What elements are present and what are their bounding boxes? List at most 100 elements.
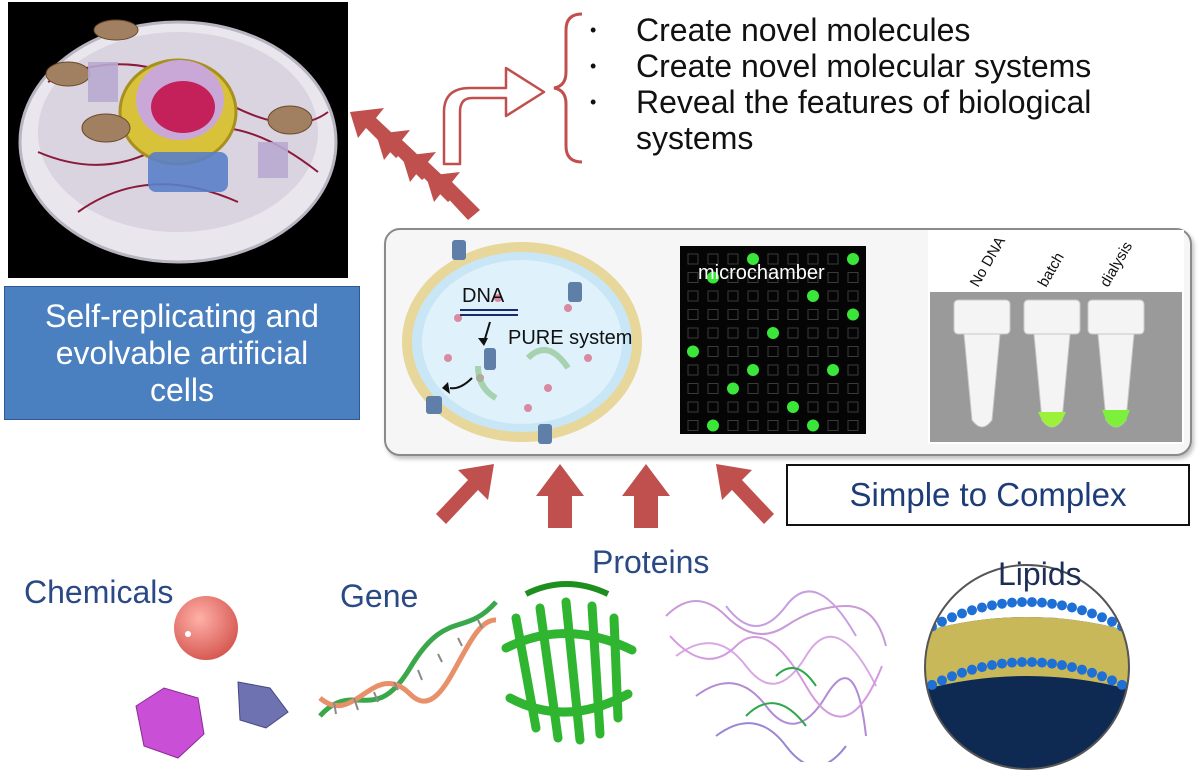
- upward-arrows: [436, 464, 774, 528]
- lipid-head: [967, 664, 977, 675]
- microchamber-well: [847, 364, 859, 376]
- microchamber-well: [707, 290, 719, 302]
- microchamber-well: [727, 253, 739, 265]
- microchamber-well: [767, 420, 779, 431]
- microchamber-well: [707, 364, 719, 376]
- lipid-head: [1027, 657, 1037, 668]
- microchamber-well: [707, 383, 719, 394]
- lipid-head: [1127, 627, 1129, 637]
- lipid-head: [1067, 602, 1077, 613]
- microchamber-well: [807, 419, 819, 432]
- microchamber-well: [787, 309, 799, 320]
- icosahedron-molecule-icon: [135, 687, 205, 759]
- lipid-head: [977, 662, 987, 673]
- microchamber-well: [747, 253, 759, 265]
- microchamber-well: [747, 383, 759, 394]
- lipid-head: [1097, 671, 1107, 682]
- microchamber-array-image: [680, 246, 866, 434]
- microchamber-well: [707, 271, 719, 284]
- arrow-gene-icon: [536, 464, 584, 528]
- lipid-head: [1017, 657, 1027, 668]
- microchamber-well: [687, 290, 699, 302]
- artificial-cells-line-3: cells: [149, 371, 214, 408]
- lipid-head: [925, 627, 927, 637]
- microchamber-well: [747, 364, 759, 376]
- microchamber-well: [767, 272, 779, 283]
- microchamber-well: [747, 420, 759, 431]
- artificial-cells-box: Self-replicating and evolvable artificia…: [4, 286, 360, 420]
- microchamber-well: [767, 290, 779, 302]
- lipid-head: [1077, 664, 1087, 675]
- arrow-lipids-icon: [716, 464, 774, 524]
- lipid-head: [1017, 597, 1027, 608]
- lipid-head: [1087, 667, 1097, 678]
- microchamber-well: [827, 420, 839, 431]
- lipid-head: [1097, 612, 1107, 623]
- lipid-head: [947, 612, 957, 623]
- microchamber-label: microchamber: [698, 262, 825, 284]
- microchamber-well: [807, 253, 819, 265]
- microchamber-well: [727, 290, 739, 302]
- microchamber-well: [747, 272, 759, 283]
- lipid-head: [987, 600, 997, 611]
- tube-label-no-dna: No DNA: [967, 234, 1009, 290]
- chemicals-label: Chemicals: [24, 574, 174, 610]
- lipids-label: Lipids: [998, 556, 1082, 592]
- sphere-molecule-icon: [174, 596, 238, 660]
- microchamber-well: [827, 327, 839, 339]
- microchamber-well: [707, 309, 719, 320]
- artificial-cells-line-2: evolvable artificial: [55, 334, 309, 371]
- goal-item: Create novel molecules: [588, 12, 1188, 48]
- lipid-head: [987, 660, 997, 671]
- microchamber-well: [847, 327, 859, 339]
- gfp-protein-illustration: [501, 581, 637, 745]
- lipid-head: [1037, 597, 1047, 608]
- dna-label: DNA: [462, 285, 505, 307]
- microchamber-well: [767, 327, 779, 339]
- lipid-head: [1027, 597, 1037, 608]
- microchamber-well: [847, 272, 859, 283]
- microchamber-well: [827, 253, 839, 265]
- lipid-head: [1117, 679, 1127, 690]
- dna-helix-illustration: [318, 600, 498, 718]
- microchamber-well: [687, 253, 699, 265]
- microchamber-well: [767, 309, 779, 320]
- microchamber-well: [727, 327, 739, 339]
- microchamber-well: [787, 420, 799, 431]
- microchamber-well: [767, 364, 779, 376]
- tube-label-dialysis: dialysis: [1097, 239, 1136, 290]
- microchamber-well: [787, 272, 799, 283]
- lipid-head: [947, 671, 957, 682]
- microchamber-well: [687, 309, 699, 320]
- microchamber-well: [807, 364, 819, 376]
- lipid-head: [977, 602, 987, 613]
- lipid-head: [1067, 662, 1077, 673]
- microchamber-well: [827, 272, 839, 283]
- microchamber-well: [807, 383, 819, 394]
- microchamber-well: [727, 382, 739, 395]
- lipid-head: [957, 667, 967, 678]
- microchamber-well: [827, 383, 839, 394]
- microchamber-well: [747, 309, 759, 320]
- chemicals-illustration: [135, 596, 289, 759]
- microchamber-well: [707, 253, 719, 265]
- microchamber-well: [747, 401, 759, 413]
- arrow-chemicals-icon: [436, 464, 494, 524]
- lipid-head: [1047, 658, 1057, 669]
- lipid-head: [937, 616, 947, 627]
- microchamber-well: [707, 327, 719, 339]
- lipid-head: [927, 679, 937, 690]
- lipid-head: [1077, 605, 1087, 616]
- microchamber-well: [727, 401, 739, 413]
- vesicle-illustration: DNA PURE system: [402, 240, 642, 444]
- goal-item: Create novel molecular systems: [588, 48, 1188, 84]
- lipid-head: [937, 675, 947, 686]
- microchamber-well: [847, 420, 859, 431]
- microchamber-well: [727, 364, 739, 376]
- microchamber-well: [687, 383, 699, 394]
- proteins-label: Proteins: [592, 544, 710, 580]
- microchamber-well: [747, 327, 759, 339]
- lipid-head: [1107, 616, 1117, 627]
- microchamber-well: [687, 272, 699, 283]
- microchamber-well: [707, 346, 719, 357]
